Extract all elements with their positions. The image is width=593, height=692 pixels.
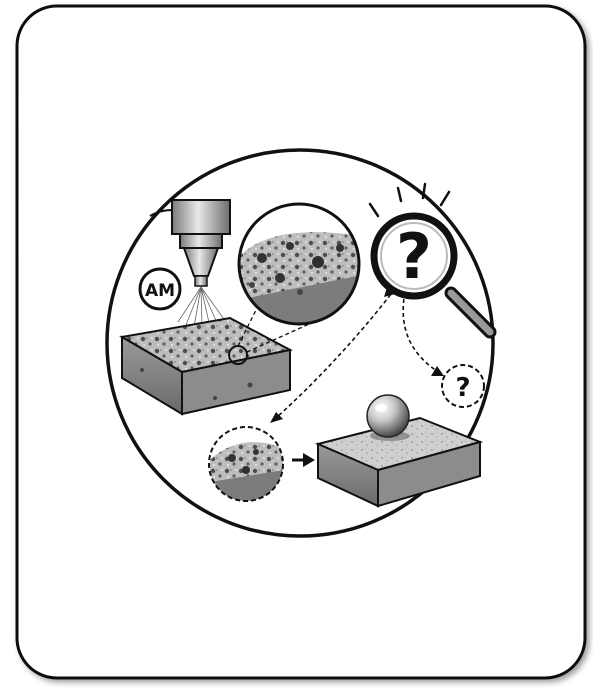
small-question-mark: ? <box>455 373 470 403</box>
small-question-circle: ? <box>442 365 484 407</box>
sphere-icon <box>367 395 410 441</box>
am-badge-icon: AM <box>140 269 180 309</box>
large-question-mark: ? <box>396 220 432 293</box>
am-badge-label: AM <box>145 281 175 301</box>
